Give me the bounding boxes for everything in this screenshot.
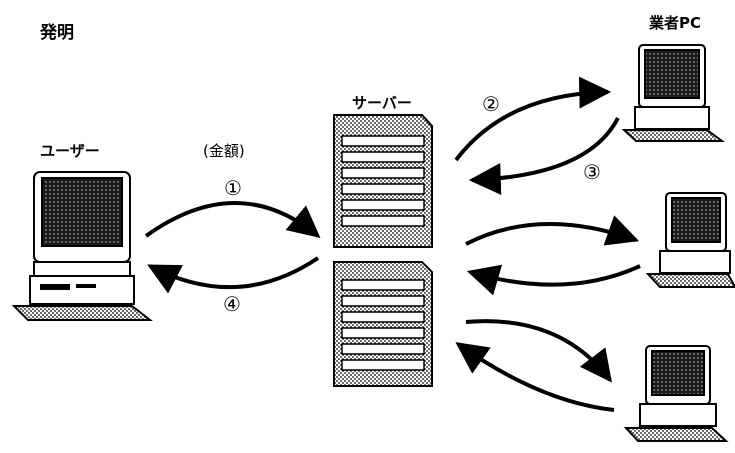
amount-label: (金額) [203,142,245,160]
step-2-marker: ② [482,92,500,116]
step-3-marker: ③ [583,160,601,184]
server-rack-lower [333,261,433,387]
arrow-server-to-vendor-middle [465,215,640,246]
arrow-server-to-vendor-top [454,76,612,162]
arrow-vendor-middle-to-server [466,264,641,296]
step-1-marker: ① [224,176,242,200]
arrow-server-to-vendor-bottom [465,319,612,383]
vendor-label: 業者PC [649,14,702,32]
arrow-vendor-bottom-to-server [455,342,615,412]
arrow-server-to-user [147,256,320,294]
vendor-computer-top [621,44,726,142]
server-rack-upper [333,114,433,248]
user-computer [11,171,153,321]
arrow-vendor-top-to-server [468,117,620,195]
step-4-marker: ④ [223,292,241,316]
diagram-title: 発明 [40,23,74,43]
server-label: サーバー [352,94,412,112]
vendor-computer-middle [645,192,735,288]
vendor-computer-bottom [623,345,729,442]
arrow-user-to-server [144,201,321,239]
user-label: ユーザー [40,142,100,160]
